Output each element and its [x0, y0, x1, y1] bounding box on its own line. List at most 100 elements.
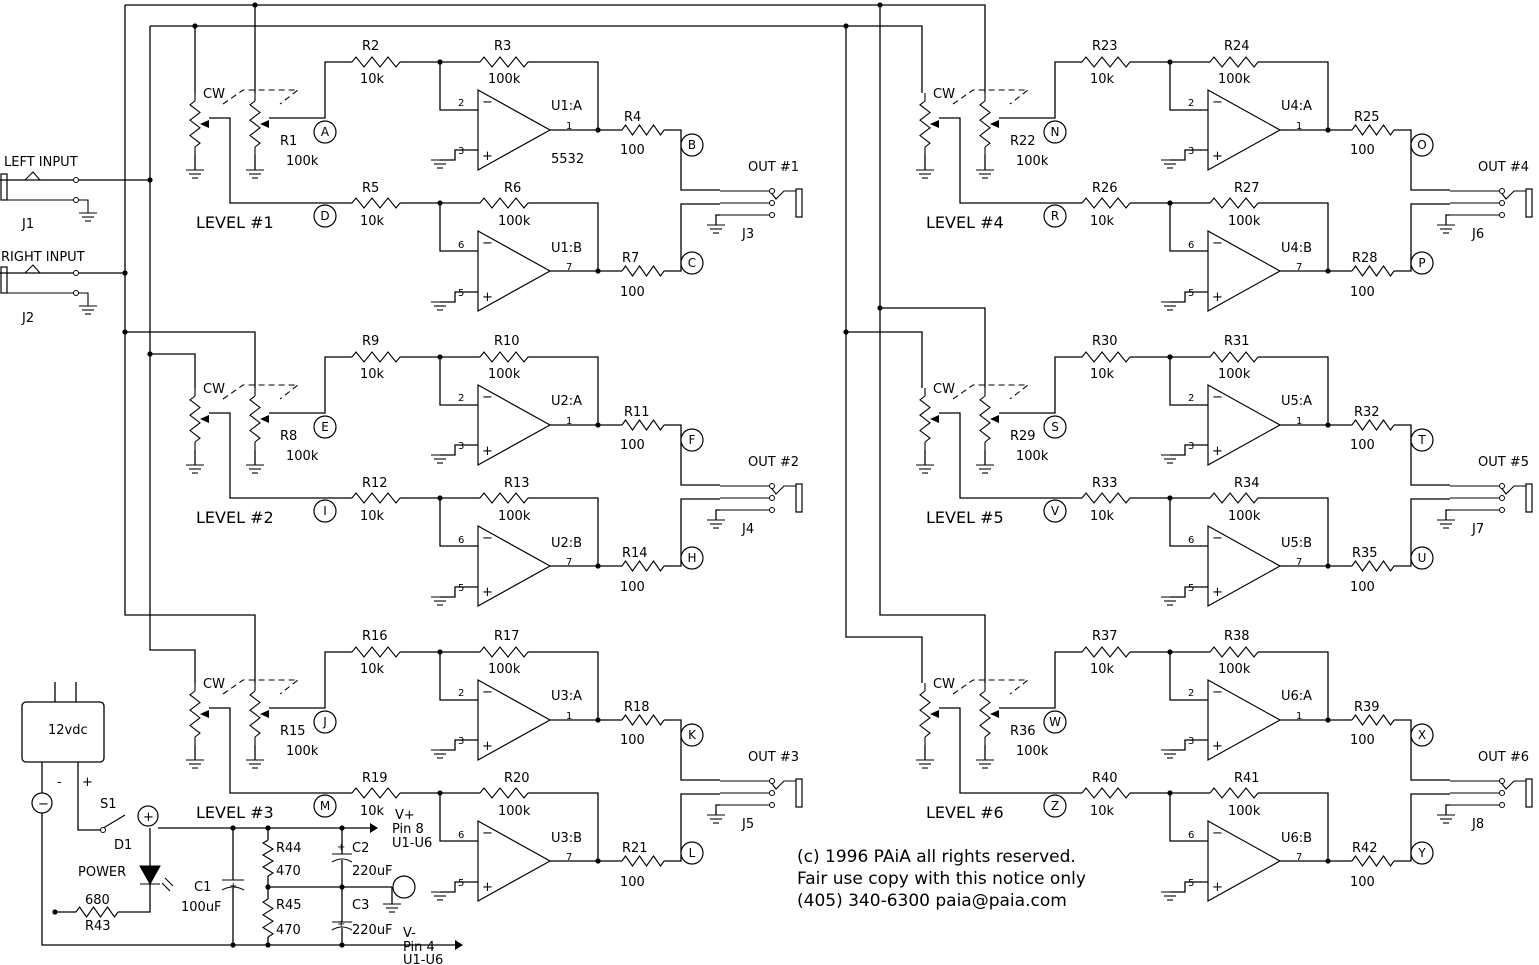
node-A: A [321, 125, 330, 139]
junction-dot [437, 200, 443, 206]
input-jack-sleeve [7, 199, 89, 213]
c2-value: 220uF [352, 864, 393, 879]
jack-6-contact-0 [1499, 778, 1505, 784]
ref-R19: R19 [362, 771, 388, 786]
opamp-6b-minus: − [1212, 826, 1223, 841]
ref-R4: R4 [624, 110, 641, 125]
j2-ref: J2 [21, 311, 34, 326]
ref-R33: R33 [1092, 476, 1118, 491]
ref-U1-A: U1:A [551, 99, 582, 114]
jack-3-body [795, 778, 803, 808]
res-R16 [351, 646, 401, 658]
wiper-a-wire [999, 651, 1082, 709]
d1-ref: D1 [114, 838, 132, 853]
wire [664, 203, 720, 272]
node-X: X [1418, 728, 1426, 742]
vplus-arrow [370, 823, 378, 833]
pin: 1 [1296, 416, 1302, 427]
val-R26: 10k [1090, 214, 1115, 229]
ref-R26: R26 [1092, 181, 1118, 196]
jack-1-contact-0 [769, 188, 775, 194]
val-R30: 10k [1090, 367, 1115, 382]
ref-U1-B: U1:B [551, 241, 582, 256]
led-symbol [139, 865, 161, 886]
node-K-circle [680, 723, 704, 747]
opamp-5a-minus: − [1212, 390, 1223, 405]
ref-R2: R2 [362, 39, 379, 54]
out-label-4: OUT #4 [1478, 160, 1529, 175]
wiper-a-wire [269, 651, 352, 709]
val-R42: 100 [1350, 875, 1375, 890]
res-R10 [479, 351, 529, 363]
res-R33 [1081, 492, 1131, 504]
pin: 3 [1188, 441, 1194, 452]
led-ray [161, 882, 171, 892]
pin: 5 [1188, 878, 1194, 889]
input-contact [73, 270, 79, 276]
opamp-5b-plus: + [1212, 585, 1223, 600]
junction-dot [1167, 200, 1173, 206]
jack-4-body [1525, 188, 1533, 218]
right-bus-top [125, 4, 986, 93]
wire [1169, 62, 1208, 111]
wire [1258, 792, 1329, 861]
node-C-circle [680, 251, 704, 275]
input-jack-tip [7, 264, 74, 274]
res-R17 [479, 646, 529, 658]
val-R25: 100 [1350, 143, 1375, 158]
pot-6-wiper [990, 710, 999, 718]
pot-gang-link-4 [952, 89, 1030, 105]
val-R7: 100 [620, 285, 645, 300]
wire [439, 203, 478, 252]
node-B-circle [680, 133, 704, 157]
pot-cw-1-wiper [200, 120, 209, 128]
wire [528, 356, 599, 425]
jack-3-tip [720, 780, 796, 790]
node-Z: Z [1051, 799, 1059, 813]
opamp-3b-plus: + [482, 880, 493, 895]
opamp-2b-minus: − [482, 531, 493, 546]
right-bus-r-drop [880, 307, 986, 388]
opamp-4b [1207, 229, 1282, 313]
wire [528, 61, 599, 130]
ref-R17: R17 [494, 629, 520, 644]
bus-junction [122, 270, 128, 276]
pin: 7 [566, 852, 572, 863]
vplus-pin: Pin 8 [392, 822, 424, 837]
pot-2-track [249, 395, 261, 443]
node-Y-circle [1410, 841, 1434, 865]
pin: 1 [566, 711, 572, 722]
node-Y: Y [1417, 846, 1426, 860]
input-jacks: LEFT INPUT J1 RIGHT INPUT J2 [0, 155, 97, 326]
node-F: F [689, 433, 696, 447]
pot-ref-5: R29 [1010, 429, 1036, 444]
val-R19: 10k [360, 804, 385, 819]
opamp-6b [1207, 819, 1282, 903]
pot-5-track [979, 395, 991, 443]
opamp-1b [477, 229, 552, 313]
res-R14 [621, 560, 665, 572]
wiper-a-wire [269, 356, 352, 414]
left-bus [149, 26, 196, 683]
jack-ref-3: J5 [741, 817, 754, 832]
s1-ref: S1 [100, 797, 117, 812]
r45-value: 470 [276, 923, 301, 938]
pot-cw-3-track [189, 690, 201, 738]
node-D-circle [313, 204, 337, 228]
ref-R5: R5 [362, 181, 379, 196]
plus-terminal-sign: + [143, 810, 154, 825]
node-V: V [1051, 504, 1060, 518]
node-X-circle [1410, 723, 1434, 747]
pin: 5 [458, 878, 464, 889]
wire [439, 793, 478, 842]
node-M-circle [313, 794, 337, 818]
node-E: E [321, 420, 329, 434]
node-W-circle [1043, 710, 1067, 734]
opamp-3b [477, 819, 552, 903]
cw-label-6: CW [933, 677, 955, 692]
jack-5-contact-2 [1499, 507, 1505, 513]
opamp-3b-minus: − [482, 826, 493, 841]
val-R6: 100k [498, 214, 531, 229]
